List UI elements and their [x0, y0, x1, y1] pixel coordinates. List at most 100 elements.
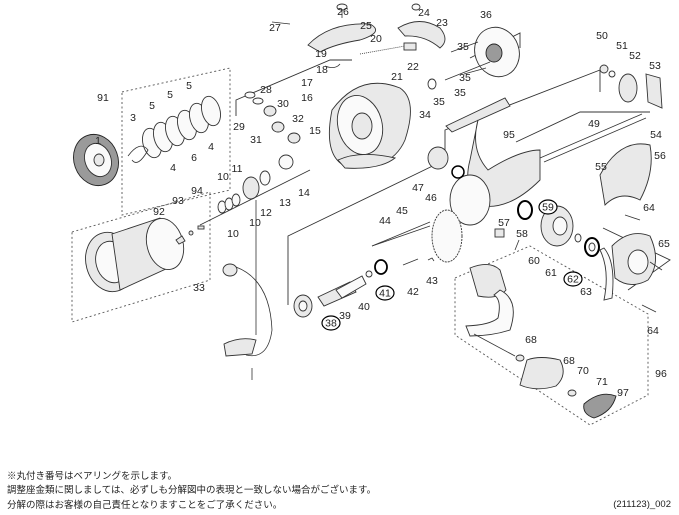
part-number-label: 14 — [298, 187, 310, 199]
part-number-label: 35 — [457, 41, 469, 53]
part-number-label: 18 — [316, 64, 328, 76]
part-number-label: 60 — [528, 255, 540, 267]
part-number-label: 71 — [596, 376, 608, 388]
part-number-label: 6 — [191, 152, 197, 164]
handle-part — [465, 264, 617, 419]
body-small-parts — [494, 228, 520, 251]
spool-part — [85, 217, 185, 293]
part-number-label: 10 — [227, 228, 239, 240]
document-id: (211123)_002 — [613, 499, 671, 510]
bearing-number-labels: 38 41 59 62 — [321, 199, 583, 331]
part-number-label: 55 — [595, 161, 607, 173]
part-number-label: 24 — [418, 7, 430, 19]
bearing-number: 41 — [379, 288, 391, 300]
bearing-label: 59 — [538, 199, 558, 215]
part-number-label: 58 — [516, 228, 528, 240]
part-number-label: 23 — [436, 17, 448, 29]
part-number-label: 15 — [309, 125, 321, 137]
part-number-label: 56 — [654, 150, 666, 162]
part-number-label: 35 — [433, 96, 445, 108]
part-number-label: 68 — [525, 334, 537, 346]
part-number-label: 43 — [426, 275, 438, 287]
part-number-label: 22 — [407, 61, 419, 73]
bearing-number: 38 — [325, 318, 337, 330]
drag-knob-part — [73, 133, 119, 187]
bearing-59 — [517, 200, 533, 220]
part-number-label: 94 — [191, 185, 203, 197]
drag-washer-stack — [127, 95, 221, 163]
notes-block: ※丸付き番号はベアリングを示します。 調整座金類に関しましては、必ずしも分解図中… — [7, 470, 376, 513]
rotor-nut-parts — [427, 146, 465, 179]
bearing-number: 62 — [567, 274, 579, 286]
part-number-label: 44 — [379, 215, 391, 227]
main-gear-part — [540, 205, 574, 247]
part-number-label: 3 — [130, 112, 136, 124]
part-number-label: 16 — [301, 92, 313, 104]
part-number-label: 4 — [208, 141, 214, 153]
part-number-label: 35 — [454, 87, 466, 99]
part-number-label: 39 — [339, 310, 351, 322]
part-number-labels: 1344555691101010111213141516171819202122… — [95, 6, 670, 399]
bearing-label: 62 — [563, 271, 583, 287]
main-shaft-part — [539, 113, 647, 163]
part-number-label: 12 — [260, 207, 272, 219]
part-number-label: 36 — [480, 9, 492, 21]
part-number-label: 42 — [407, 286, 419, 298]
part-number-label: 10 — [217, 171, 229, 183]
part-number-label: 61 — [545, 267, 557, 279]
handle-assembly-box — [454, 245, 649, 426]
line-roller-parts — [244, 91, 301, 144]
part-number-label: 34 — [419, 109, 431, 121]
part-number-label: 91 — [97, 92, 109, 104]
spool-washer-kit-box — [121, 67, 231, 216]
part-number-label: 29 — [233, 121, 245, 133]
part-number-label: 32 — [292, 113, 304, 125]
part-number-label: 33 — [193, 282, 205, 294]
rotor-part — [328, 82, 411, 169]
part-number-label: 68 — [563, 355, 575, 367]
top-gear-parts — [599, 64, 663, 109]
part-number-label: 46 — [425, 192, 437, 204]
bearing-label: 38 — [321, 315, 341, 331]
bearing-41 — [374, 259, 388, 275]
note-shim-disclaimer: 調整座金類に関しましては、必ずしも分解図中の表現と一致しない場合がございます。 — [7, 485, 377, 497]
side-cover-part — [599, 233, 656, 301]
spool-assembly-box — [71, 191, 211, 323]
exploded-parts-diagram: 1344555691101010111213141516171819202122… — [71, 3, 671, 426]
part-number-label: 31 — [250, 134, 262, 146]
rotor-cover-part — [427, 26, 520, 90]
part-number-label: 64 — [643, 202, 655, 214]
part-number-label: 53 — [649, 60, 661, 72]
part-number-label: 49 — [588, 118, 600, 130]
part-number-label: 17 — [301, 77, 313, 89]
bail-wire-part — [222, 200, 273, 380]
note-disassembly-disclaimer: 分解の際はお客様の自己責任となりますことをご了承ください。 — [7, 499, 283, 511]
part-number-label: 96 — [655, 368, 667, 380]
part-number-label: 45 — [396, 205, 408, 217]
part-number-label: 5 — [186, 80, 192, 92]
part-number-label: 13 — [279, 197, 291, 209]
part-number-label: 1 — [95, 135, 101, 147]
part-number-label: 10 — [249, 217, 261, 229]
bearing-circle — [321, 315, 341, 331]
part-number-label: 27 — [269, 22, 281, 34]
part-number-label: 64 — [647, 325, 659, 337]
part-number-label: 93 — [172, 195, 184, 207]
part-number-label: 65 — [658, 238, 670, 250]
part-number-label: 47 — [412, 182, 424, 194]
oscillating-gear-part — [371, 209, 463, 263]
part-number-label: 51 — [616, 40, 628, 52]
part-number-label: 11 — [232, 163, 243, 175]
body-frame-line — [287, 69, 601, 305]
part-number-label: 57 — [498, 217, 510, 229]
part-number-label: 5 — [149, 100, 155, 112]
bearing-circle — [375, 285, 395, 301]
bearing-38 — [293, 294, 313, 318]
part-number-label: 35 — [459, 72, 471, 84]
part-number-label: 52 — [629, 50, 641, 62]
bearing-circle — [563, 271, 583, 287]
part-number-label: 97 — [617, 387, 629, 399]
part-number-label: 54 — [650, 129, 662, 141]
part-number-label: 25 — [360, 20, 372, 32]
part-number-label: 40 — [358, 301, 370, 313]
